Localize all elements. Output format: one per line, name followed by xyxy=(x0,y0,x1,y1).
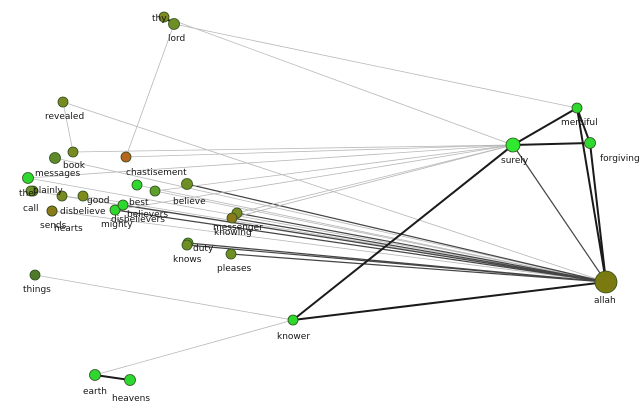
node-label-earth: earth xyxy=(83,387,107,397)
edge-messages-allah xyxy=(54,157,607,283)
node-messages[interactable] xyxy=(49,152,61,164)
edge-merciful-allah xyxy=(576,107,607,283)
node-best[interactable] xyxy=(131,179,143,191)
edge-knowing-surely xyxy=(231,144,514,219)
node-label-forgiving: forgiving xyxy=(600,154,640,164)
edge-knowing-allah xyxy=(231,217,607,283)
edge-messenger-allah xyxy=(236,212,607,283)
node-label-knower: knower xyxy=(277,332,310,342)
node-label-allah: allah xyxy=(594,296,616,306)
edge-surely-merciful xyxy=(512,107,578,146)
edge-thy-surely xyxy=(163,16,514,146)
edge-believe-allah xyxy=(186,183,607,283)
edge-hearts-allah xyxy=(51,210,607,283)
node-revealed[interactable] xyxy=(57,96,69,108)
node-label-hearts: hearts xyxy=(54,224,83,234)
edge-the-surely xyxy=(27,144,514,179)
node-believers[interactable] xyxy=(149,185,161,197)
node-label-call: call xyxy=(23,204,38,214)
node-label-thy: thy xyxy=(152,14,167,24)
nodes-layer xyxy=(22,11,618,386)
node-pleases[interactable] xyxy=(225,248,237,260)
node-label-revealed: revealed xyxy=(45,112,84,122)
node-mighty[interactable] xyxy=(109,204,121,216)
edge-knower-allah xyxy=(292,281,607,321)
node-label-merciful: merciful xyxy=(561,118,598,128)
node-chastisement[interactable] xyxy=(120,151,132,163)
edge-the-allah xyxy=(27,177,607,283)
edge-knows-allah xyxy=(186,244,607,283)
node-call[interactable] xyxy=(25,185,37,197)
node-knower[interactable] xyxy=(287,314,299,326)
node-label-good: good xyxy=(87,196,109,206)
node-label-disbelievers: disbelievers xyxy=(111,215,165,225)
edge-earth-knower xyxy=(94,319,294,376)
node-merciful[interactable] xyxy=(571,102,583,114)
node-allah[interactable] xyxy=(594,270,618,294)
edge-things-knower xyxy=(34,274,294,321)
edge-mighty-allah xyxy=(114,209,607,283)
node-label-duty: duty xyxy=(193,244,214,254)
edge-surely-forgiving xyxy=(512,142,591,146)
node-knows[interactable] xyxy=(181,239,193,251)
node-label-knows: knows xyxy=(173,255,202,265)
node-label-messages: messages xyxy=(35,169,80,179)
node-label-plainly: plainly xyxy=(33,186,63,196)
node-label-book: book xyxy=(63,161,86,171)
node-label-mighty: mighty xyxy=(101,220,133,230)
edge-surely-knower xyxy=(292,144,514,321)
node-heavens[interactable] xyxy=(124,374,136,386)
edge-disbelievers-allah xyxy=(122,204,607,283)
node-book[interactable] xyxy=(67,146,79,158)
edge-messenger-surely xyxy=(236,144,514,214)
edge-lord-chastisement xyxy=(125,23,175,158)
node-label-messenger: messenger xyxy=(213,223,263,233)
edge-chastisement-surely xyxy=(125,144,514,158)
edge-book-surely xyxy=(72,144,514,153)
node-lord[interactable] xyxy=(168,18,180,30)
edge-believers-surely xyxy=(154,144,514,192)
edge-lord-merciful xyxy=(173,23,578,109)
edge-merciful-forgiving xyxy=(576,107,591,144)
node-things[interactable] xyxy=(29,269,41,281)
node-thy[interactable] xyxy=(158,11,170,23)
edge-mighty-surely xyxy=(114,144,514,211)
node-knowing[interactable] xyxy=(226,212,238,224)
node-label-sends: sends xyxy=(40,221,67,231)
node-disbelievers[interactable] xyxy=(117,199,129,211)
edges-layer xyxy=(27,16,607,381)
node-surely[interactable] xyxy=(505,137,521,153)
edge-revealed-book xyxy=(62,101,74,153)
node-disbelieve[interactable] xyxy=(56,190,68,202)
node-label-believers: believers xyxy=(127,210,168,220)
node-earth[interactable] xyxy=(89,369,101,381)
edge-believers-allah xyxy=(154,190,607,283)
node-label-things: things xyxy=(23,285,51,295)
node-the[interactable] xyxy=(22,172,34,184)
edge-pleases-allah xyxy=(230,253,607,283)
node-label-the: the xyxy=(19,189,34,199)
node-label-best: best xyxy=(129,198,149,208)
node-label-lord: lord xyxy=(168,34,185,44)
node-label-pleases: pleases xyxy=(217,264,251,274)
node-label-chastisement: chastisement xyxy=(126,168,187,178)
node-label-disbelieve: disbelieve xyxy=(60,207,106,217)
edge-surely-allah xyxy=(512,144,607,283)
edge-revealed-allah xyxy=(62,101,607,283)
node-believe[interactable] xyxy=(181,178,193,190)
labels-layer: thylordrevealedbookchastisementmessagest… xyxy=(19,14,640,404)
edge-forgiving-allah xyxy=(589,142,607,283)
node-label-believe: believe xyxy=(173,197,206,207)
node-good[interactable] xyxy=(77,190,89,202)
node-label-surely: surely xyxy=(501,156,529,166)
node-label-knowing: knowing xyxy=(214,228,252,238)
node-hearts[interactable] xyxy=(46,205,58,217)
node-forgiving[interactable] xyxy=(584,137,596,149)
node-label-heavens: heavens xyxy=(112,394,150,404)
